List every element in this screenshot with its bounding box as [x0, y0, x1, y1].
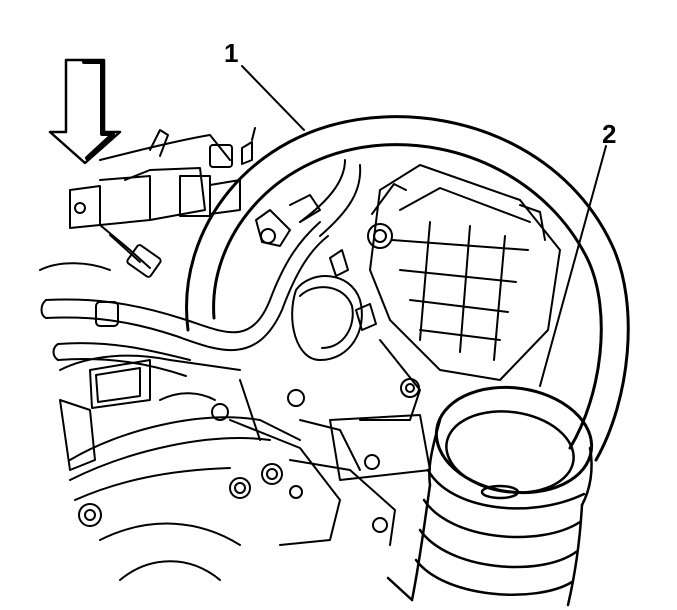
- intake-hose: [386, 385, 594, 607]
- intake-manifold: [367, 164, 561, 381]
- callout-label-2: 2: [602, 119, 617, 149]
- tube-assembly: [40, 159, 362, 377]
- fuel-fittings: [69, 127, 256, 278]
- large-hose: [185, 115, 630, 462]
- throttle-body-area: [255, 194, 431, 481]
- engine-block: [39, 262, 396, 581]
- leader-line-2: [539, 145, 607, 387]
- callout-label-1: 1: [224, 38, 239, 68]
- direction-arrow-icon: [48, 58, 122, 165]
- leader-line-1: [241, 65, 305, 131]
